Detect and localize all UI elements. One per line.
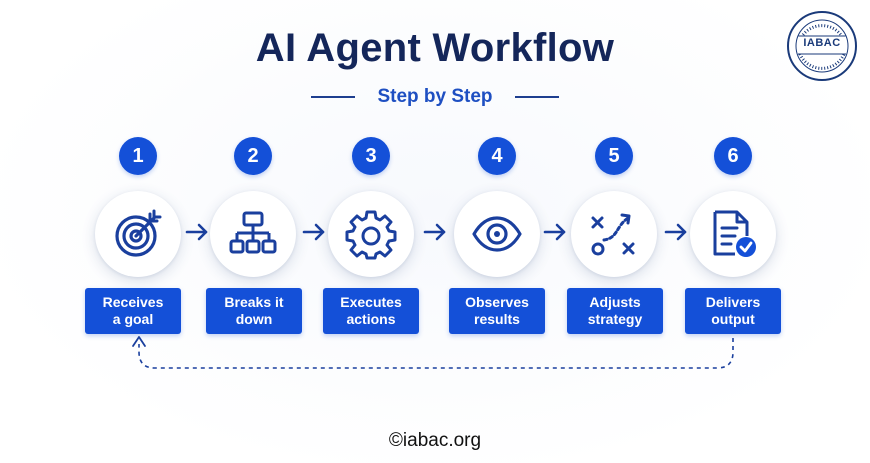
copyright-text: ©iabac.org: [388, 430, 482, 451]
step-2-circle: [210, 191, 296, 277]
step-5-label: Adjusts strategy: [567, 288, 663, 334]
logo-seal-icon: [787, 11, 857, 81]
eye-icon: [472, 216, 522, 252]
logo-text: IABAC: [803, 37, 841, 49]
step-4-number: 4: [478, 137, 516, 175]
step-2-label: Breaks it down: [206, 288, 302, 334]
arrow-right-icon: [185, 223, 208, 241]
step-2-label-text: Breaks it down: [224, 294, 284, 327]
step-5-circle: [571, 191, 657, 277]
subtitle-row: Step by Step: [0, 86, 870, 108]
gear-icon: [345, 210, 397, 260]
hierarchy-icon: [229, 211, 277, 254]
step-6-number: 6: [714, 137, 752, 175]
step-4-label: Observes results: [449, 288, 545, 334]
arrow-right-icon: [543, 223, 566, 241]
page-title: AI Agent Workflow: [255, 26, 615, 70]
arrow-right-icon: [423, 223, 446, 241]
iabac-logo: IABAC: [786, 10, 858, 82]
step-1-label: Receives a goal: [85, 288, 181, 334]
subtitle-right-line: [514, 96, 559, 98]
step-6-circle: [690, 191, 776, 277]
step-1-circle: [95, 191, 181, 277]
step-2-number: 2: [234, 137, 272, 175]
step-3-circle: [328, 191, 414, 277]
step-6-label-text: Delivers output: [705, 294, 761, 327]
step-1-number: 1: [119, 137, 157, 175]
step-1-label-text: Receives a goal: [102, 294, 164, 327]
arrow-right-icon: [302, 223, 325, 241]
step-3-number: 3: [352, 137, 390, 175]
subtitle-left-line: [311, 96, 356, 98]
step-3-label-text: Executes actions: [340, 294, 402, 327]
step-5-number: 5: [595, 137, 633, 175]
target-icon: [115, 209, 162, 257]
step-6-label: Delivers output: [685, 288, 781, 334]
arrow-right-icon: [664, 223, 687, 241]
step-5-label-text: Adjusts strategy: [587, 294, 643, 327]
step-4-circle: [454, 191, 540, 277]
document-check-icon: [713, 210, 756, 257]
step-3-label: Executes actions: [323, 288, 419, 334]
page-subtitle: Step by Step: [377, 86, 493, 107]
strategy-icon: [591, 213, 635, 256]
step-4-label-text: Observes results: [465, 294, 529, 327]
